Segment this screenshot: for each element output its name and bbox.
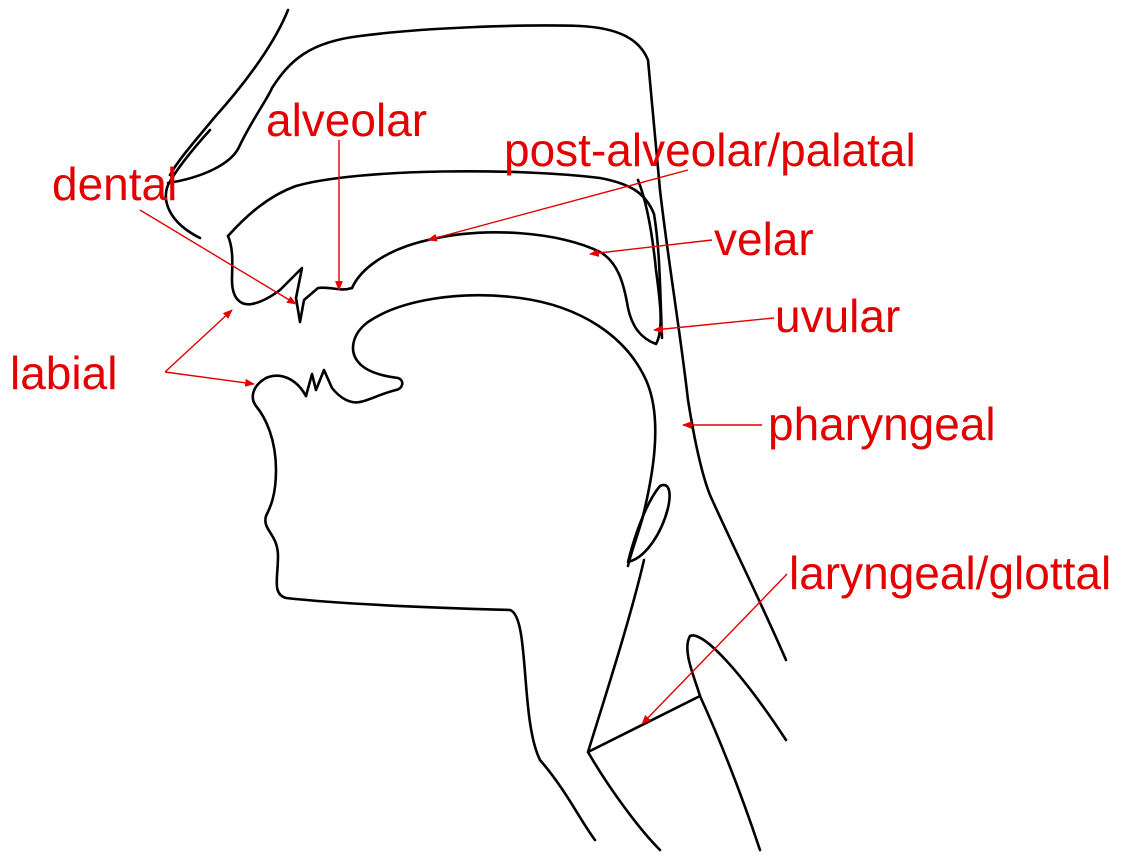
label-velar: velar [714, 213, 814, 265]
larynx-front-outline [588, 560, 660, 850]
nasal-cavity-outline [168, 25, 786, 660]
trachea-back-outline [700, 696, 760, 850]
arrow-laryngeal-glottal [642, 574, 787, 724]
nasal-floor-outline [228, 171, 662, 338]
upper-teeth-outline [280, 268, 352, 322]
lower-teeth-outline [306, 370, 360, 402]
place-labels: alveolar post-alveolar/palatal dental ve… [10, 94, 1111, 599]
label-dental: dental [52, 158, 177, 210]
label-labial: labial [10, 347, 117, 399]
arrow-dental [140, 210, 296, 304]
arrow-velar [590, 240, 712, 254]
tongue-tip-outline [360, 364, 402, 402]
upper-lip-outline [228, 236, 280, 304]
lower-lip-chin-outline [253, 376, 595, 840]
tongue-outline [353, 295, 655, 566]
label-alveolar: alveolar [266, 94, 427, 146]
label-laryngeal-glottal: laryngeal/glottal [789, 547, 1111, 599]
vocal-folds-outline [588, 696, 700, 752]
arrow-uvular [654, 318, 774, 330]
palate-outline [352, 180, 661, 344]
epiglottis-outline [628, 485, 670, 562]
arrow-labial-upper [165, 310, 232, 372]
arytenoid-outline [687, 635, 786, 740]
label-pharyngeal: pharyngeal [768, 398, 996, 450]
arrow-labial-lower [165, 372, 254, 384]
label-post-alveolar-palatal: post-alveolar/palatal [504, 124, 916, 176]
label-uvular: uvular [775, 290, 900, 342]
